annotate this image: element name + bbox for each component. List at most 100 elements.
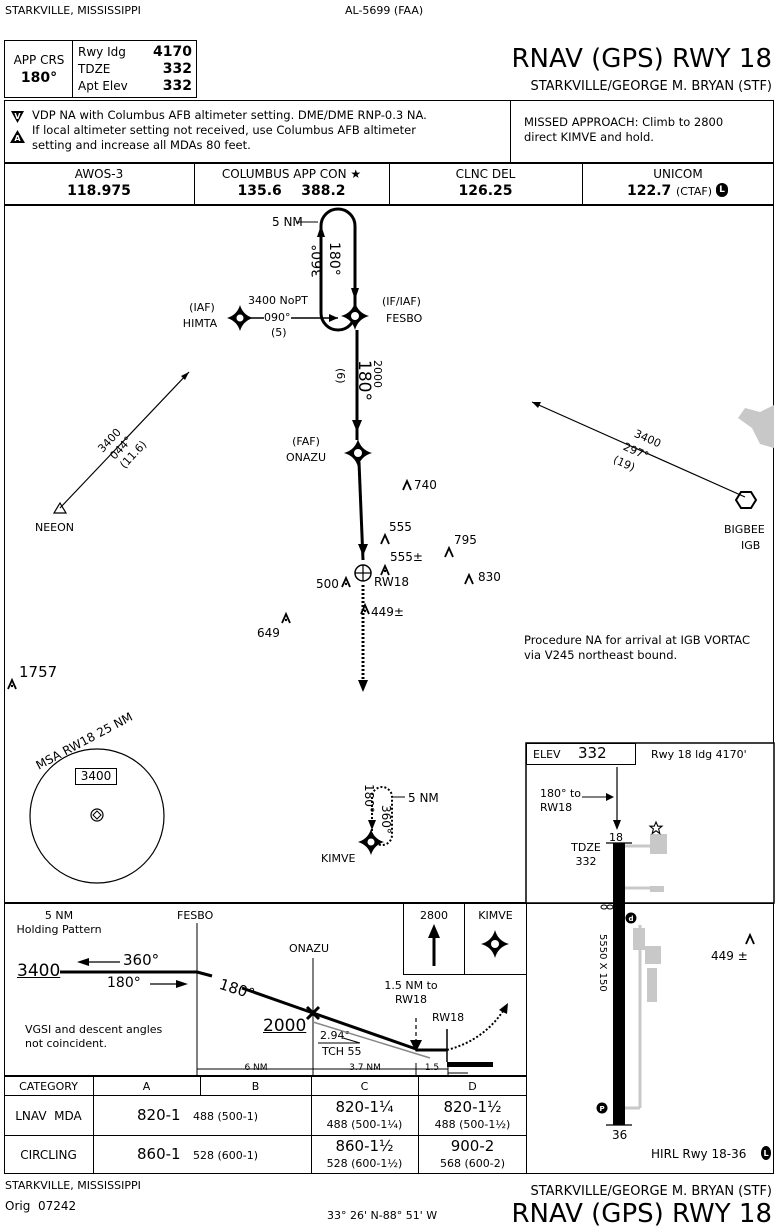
comm-label-clearance: CLNC DEL <box>455 167 516 181</box>
app-crs-label: APP CRS <box>13 53 65 67</box>
tdze-label: TDZE <box>78 62 111 76</box>
obstacle-icon <box>360 602 370 615</box>
obstacle-label-555pm: 555± <box>390 550 423 564</box>
obstacle-icon <box>380 563 390 576</box>
faf-label: (FAF) <box>292 435 320 448</box>
divider <box>582 163 583 205</box>
header-location: STARKVILLE, MISSISSIPPI <box>5 4 141 17</box>
kimve-name: KIMVE <box>321 852 356 865</box>
comm-freq-approach: 135.6 388.2 <box>237 183 346 199</box>
notes-box <box>4 100 774 163</box>
rwy-ldg-note: Rwy 18 ldg 4170' <box>651 748 747 761</box>
obstacle-label-830: 830 <box>478 570 501 584</box>
tdze-value: 332 <box>162 61 192 77</box>
fesbo-fix-icon <box>341 302 369 330</box>
himta-course: 090° <box>264 311 291 324</box>
vdp-note-line1: VDP NA with Columbus AFB altimeter setti… <box>32 108 427 122</box>
airport-tdze-value: 332 <box>575 855 597 868</box>
obstacle-label-795: 795 <box>454 533 477 547</box>
water-feature <box>738 405 774 448</box>
min-circling-c-sub: 528 (600-1½) <box>326 1157 403 1170</box>
airport-obstacle-icon <box>745 932 755 945</box>
obstacle-icon <box>444 545 454 558</box>
divider <box>311 1076 312 1174</box>
obstacle-icons <box>7 478 474 690</box>
airport-obstacle-449: 449 ± <box>711 949 748 963</box>
missed-fix-icon <box>481 930 509 958</box>
bigbee-vortac-icon <box>734 491 758 509</box>
footer-airport-name: STARKVILLE/GEORGE M. BRYAN (STF) <box>530 1184 772 1199</box>
heading-note-1: 180° to <box>540 787 582 800</box>
profile-onazu: ONAZU <box>289 942 329 955</box>
iaf-label: (IAF) <box>189 301 215 314</box>
svg-text:V: V <box>14 112 21 121</box>
pilot-controlled-icon: P <box>596 1102 608 1114</box>
profile-vgsi-note-2: not coincident. <box>25 1037 107 1050</box>
min-lnav-d-main: 820-1½ <box>443 1098 502 1116</box>
obstacle-label-555: 555 <box>389 520 412 534</box>
airport-diagram-lower-frame <box>526 903 774 1174</box>
missed-fix-name: KIMVE <box>478 909 513 922</box>
airport-tdze-label: TDZE <box>571 841 601 854</box>
svg-text:d: d <box>628 915 633 923</box>
min-header-category: CATEGORY <box>19 1080 78 1093</box>
obstacle-icon <box>7 677 17 690</box>
missed-approach-line2: direct KIMVE and hold. <box>524 130 654 144</box>
svg-text:P: P <box>599 1105 604 1113</box>
airport-diagram-frame <box>525 742 775 904</box>
beacon-icon <box>648 820 664 835</box>
if-label: (IF/IAF) <box>382 295 421 308</box>
comm-label-awos: AWOS-3 <box>74 167 124 181</box>
alternate-na-icon: A <box>10 130 25 143</box>
himta-distance: (5) <box>271 326 287 339</box>
min-lnav-c-sub: 488 (500-1¼) <box>326 1118 403 1131</box>
profile-alt-2000: 2000 <box>263 1016 307 1036</box>
divider <box>510 100 511 163</box>
divider <box>4 1135 527 1136</box>
profile-hold-title-1: 5 NM <box>44 909 74 922</box>
elev-label: ELEV <box>533 748 561 761</box>
divider <box>389 163 390 205</box>
elev-value: 332 <box>578 744 607 762</box>
min-header-b: B <box>251 1080 260 1093</box>
min-circling-d-main: 900-2 <box>450 1137 495 1155</box>
min-lnav-label: LNAV MDA <box>15 1109 82 1123</box>
rw18-threshold-icon <box>354 564 372 582</box>
elev-box <box>526 743 636 765</box>
comm-freq-unicom: 122.7 <box>627 183 672 199</box>
climb-arrow-icon <box>428 924 440 938</box>
profile-mapt-note-1: 1.5 NM to <box>384 979 438 992</box>
footer-procedure-title: RNAV (GPS) RWY 18 <box>511 1199 772 1229</box>
bigbee-id: IGB <box>741 539 761 552</box>
obstacle-label-649: 649 <box>257 626 280 640</box>
profile-dist-6nm: 6 NM <box>242 1063 270 1073</box>
faf-maltese-cross-icon <box>305 1005 321 1021</box>
obstacle-label-740: 740 <box>414 478 437 492</box>
vgsi-icon <box>600 904 614 910</box>
runway <box>613 843 625 1125</box>
runway-36-label: 36 <box>612 1128 628 1142</box>
profile-vgsi-note-1: VGSI and descent angles <box>25 1023 163 1036</box>
part-time-badge-icon: L <box>716 183 728 197</box>
divider <box>418 1076 419 1174</box>
msa-center-icon <box>90 808 104 822</box>
min-circling-c-main: 860-1½ <box>335 1137 394 1155</box>
comm-label-approach: COLUMBUS APP CON ★ <box>221 167 362 181</box>
min-header-d: D <box>468 1080 477 1093</box>
obstacle-icon <box>281 611 291 624</box>
hold-distance-label: 5 NM <box>272 215 303 229</box>
vdp-note-line2: If local altimeter setting not received,… <box>32 123 416 137</box>
rw18-label: RW18 <box>374 575 409 589</box>
lighting-note: HIRL Rwy 18-36 <box>651 1147 747 1161</box>
min-lnav-ab-sub: 488 (500-1) <box>193 1110 259 1123</box>
divider <box>200 1076 201 1096</box>
obstacle-icon <box>341 575 351 588</box>
divider <box>4 1095 527 1096</box>
footer-coordinates: 33° 26' N-88° 51' W <box>327 1209 438 1222</box>
obstacle-icon <box>380 532 390 545</box>
comm-freq-clearance: 126.25 <box>458 183 513 199</box>
app-crs-value: 180° <box>20 70 58 86</box>
